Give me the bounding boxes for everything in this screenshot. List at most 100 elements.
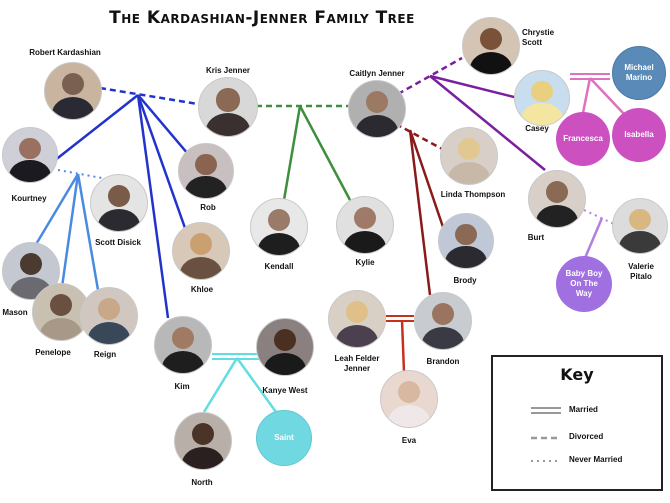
reign-label: Reign <box>93 350 117 359</box>
brody-photo <box>438 213 494 269</box>
kris-photo-body <box>205 112 251 136</box>
line-caitlyn-burt <box>429 75 546 171</box>
eva-photo <box>380 370 438 428</box>
rob-label: Rob <box>200 203 216 212</box>
line-casey-francesca <box>580 77 592 119</box>
saint-circle: Saint <box>256 410 312 466</box>
brandon-photo-body <box>421 326 465 349</box>
brody-photo-body <box>445 246 487 268</box>
scott-label: Scott Disick <box>95 238 141 247</box>
kourtney-photo <box>2 127 58 183</box>
valerie-photo <box>612 198 668 254</box>
key-married-label: Married <box>569 405 598 414</box>
caitlyn-photo <box>348 80 406 138</box>
key-never-married-label: Never Married <box>569 455 623 464</box>
burt-photo <box>528 170 586 228</box>
line-leah-eva <box>400 319 406 373</box>
caitlyn-photo-body <box>355 114 399 137</box>
key-married-row: Married <box>531 405 661 419</box>
brandon-photo <box>414 292 472 350</box>
khloe-photo-body <box>179 256 223 279</box>
linda-label: Linda Thompson <box>440 190 506 199</box>
brandon-photo-head <box>431 303 455 326</box>
diagram-title: The Kardashian-Jenner Family Tree <box>109 8 415 28</box>
brody-label: Brody <box>453 276 477 285</box>
line-casey-isabella <box>589 77 625 115</box>
kris-label: Kris Jenner <box>205 66 251 75</box>
line-robert-kris <box>99 86 199 106</box>
caitlyn-label: Caitlyn Jenner <box>349 69 405 78</box>
kylie-photo-body <box>343 230 387 253</box>
kourtney-photo-body <box>9 160 51 182</box>
north-photo-body <box>181 446 225 469</box>
line-kim-north <box>202 357 239 413</box>
reign-photo-body <box>87 321 131 344</box>
kanye-photo <box>256 318 314 376</box>
key-legend: Key Married Divorced Never Married <box>491 355 663 491</box>
line-kourtney-penelope <box>60 173 80 288</box>
line-caitlyn-brandon <box>408 129 432 296</box>
eva-photo-head <box>397 381 421 404</box>
burt-photo-body <box>535 204 579 227</box>
line-kourtney-mason <box>33 173 80 247</box>
casey-label: Casey <box>525 124 549 133</box>
kim-photo <box>154 316 212 374</box>
reign-photo-head <box>97 298 121 321</box>
valerie-photo-body <box>619 231 661 253</box>
line-robert-khloe <box>136 94 187 229</box>
line-robert-rob <box>137 94 189 155</box>
kourtney-label: Kourtney <box>11 194 47 203</box>
robert-photo-head <box>61 73 85 96</box>
kourtney-photo-head <box>19 137 41 160</box>
divorced-line-icon <box>531 436 561 440</box>
kim-photo-head <box>171 327 195 350</box>
leah-photo-head <box>345 301 369 324</box>
line-kourtney-reign <box>76 173 100 291</box>
kendall-photo-body <box>257 232 301 255</box>
kris-photo <box>198 77 258 137</box>
francesca-circle: Francesca <box>556 112 610 166</box>
valerie-label: Valerie Pitalo <box>628 262 654 281</box>
khloe-label: Khloe <box>190 285 214 294</box>
chrystie-label: Chrystie Scott <box>522 28 555 47</box>
rob-photo-body <box>185 176 227 198</box>
leah-photo <box>328 290 386 348</box>
burt-label: Burt <box>527 233 545 242</box>
line-kris-kylie <box>298 105 352 201</box>
kylie-photo <box>336 196 394 254</box>
kim-label: Kim <box>174 382 190 391</box>
reign-photo <box>80 287 138 345</box>
leah-photo-body <box>335 324 379 347</box>
brandon-label: Brandon <box>426 357 460 366</box>
leah-label: Leah Felder Jenner <box>334 354 380 373</box>
mason-label: Mason <box>2 308 28 317</box>
robert-label: Robert Kardashian <box>29 48 101 57</box>
kanye-photo-body <box>263 352 307 375</box>
isabella-circle: Isabella <box>612 108 666 162</box>
kendall-photo-head <box>267 209 291 232</box>
penelope-label: Penelope <box>35 348 71 357</box>
key-divorced-row: Divorced <box>531 432 661 446</box>
eva-photo-body <box>387 404 431 427</box>
linda-photo-body <box>447 161 491 184</box>
baby-circle: Baby Boy On The Way <box>556 256 612 312</box>
line-caitlyn-casey <box>429 74 519 100</box>
line-kourtney-scott <box>57 169 103 179</box>
chrystie-photo <box>462 17 520 75</box>
kris-photo-head <box>216 88 240 112</box>
kylie-label: Kylie <box>355 258 375 267</box>
kylie-photo-head <box>353 207 377 230</box>
line-caitlyn-chrystie <box>397 56 463 96</box>
rob-photo <box>178 143 234 199</box>
kendall-label: Kendall <box>264 262 294 271</box>
kim-photo-body <box>161 350 205 373</box>
line-kris-kendall <box>282 105 302 201</box>
valerie-photo-head <box>629 208 651 231</box>
scott-photo-body <box>97 208 141 231</box>
scott-photo-head <box>107 185 131 208</box>
chrystie-photo-body <box>469 51 513 74</box>
robert-photo <box>44 62 102 120</box>
linda-photo <box>440 127 498 185</box>
